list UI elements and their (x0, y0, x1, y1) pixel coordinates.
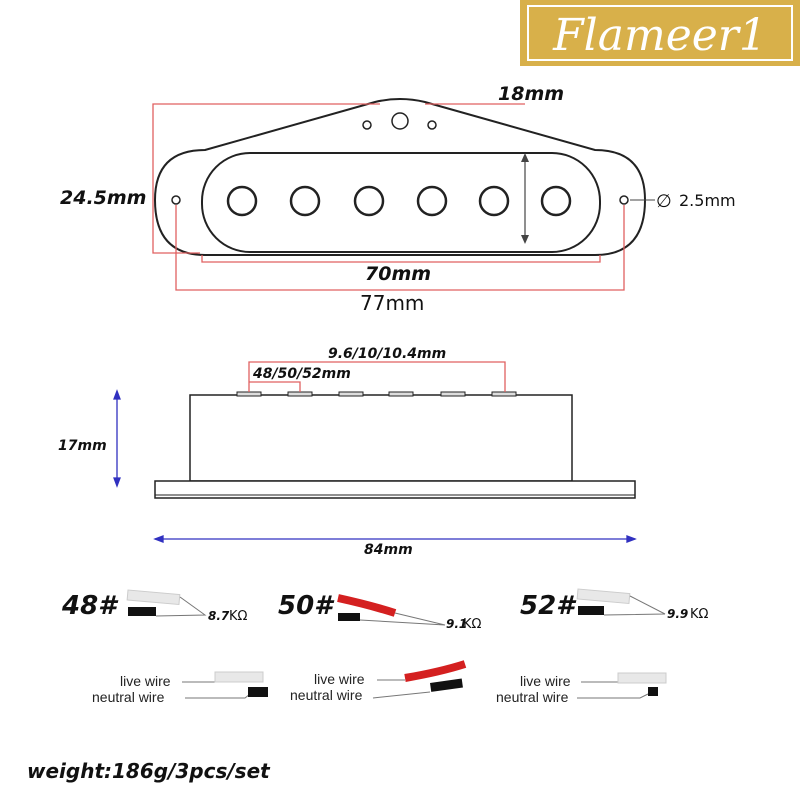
inner-width-label: 70mm (365, 263, 431, 285)
side-view: 9.6/10/10.4mm 48/50/52mm 17mm 84mm (58, 346, 637, 558)
resistance-unit: KΩ (690, 607, 709, 622)
neutral-wire-label: neutral wire (92, 689, 165, 705)
side-height-label: 17mm (58, 438, 107, 454)
diameter-symbol: ∅ (656, 191, 672, 212)
wire-legend-1: live wire neutral wire (92, 671, 268, 705)
logo-text: Flameer1 (552, 10, 767, 61)
pole-piece (478, 185, 510, 217)
center-hole (391, 112, 409, 130)
live-wire-label: live wire (120, 673, 171, 689)
pole-piece (353, 185, 385, 217)
bobbin-side (189, 394, 573, 482)
resistance-unit: KΩ (463, 617, 482, 632)
height-label: 24.5mm (60, 187, 146, 209)
neutral-wire-label: neutral wire (290, 687, 363, 703)
live-wire-label: live wire (520, 673, 571, 689)
string-spacing-label: 48/50/52mm (252, 366, 351, 382)
bobbin-outline (201, 152, 601, 253)
live-wire-label: live wire (314, 671, 365, 687)
total-width-label: 77mm (360, 291, 424, 315)
hole-diameter-label: 2.5mm (679, 191, 736, 210)
wire-legend-2: live wire neutral wire (290, 660, 467, 703)
weight-label: weight:186g/3pcs/set (27, 759, 271, 783)
wire-legend-3: live wire neutral wire (496, 672, 667, 705)
model-label: 52# (520, 591, 577, 621)
pole-piece (226, 185, 258, 217)
brand-logo: Flameer1 (520, 0, 800, 66)
top-view: 24.5mm 18mm 70mm 77mm ∅ 2.5mm (60, 83, 736, 315)
model-label: 48# (61, 591, 119, 621)
pole-piece (289, 185, 321, 217)
pole-pieces (226, 185, 572, 217)
red-dimension-lines (152, 103, 625, 291)
wire-spec-48: 48# 8.7 KΩ (61, 589, 248, 624)
wire-spec-50: 50# 9.1 KΩ (278, 591, 482, 632)
mounting-hole (619, 195, 629, 205)
red-dimension-lines (248, 361, 506, 392)
pole-piece (540, 185, 572, 217)
inner-height-label: 18mm (498, 83, 564, 105)
neutral-wire-label: neutral wire (496, 689, 569, 705)
resistance-unit: KΩ (229, 609, 248, 624)
wire-spec-52: 52# 9.9 KΩ (520, 588, 709, 622)
pole-tops (236, 391, 517, 397)
mounting-hole (362, 120, 372, 130)
baseplate-side (154, 480, 636, 499)
mounting-hole (427, 120, 437, 130)
pole-spacing-label: 9.6/10/10.4mm (328, 346, 446, 362)
mounting-holes (171, 112, 629, 205)
mounting-hole (171, 195, 181, 205)
model-label: 50# (278, 591, 335, 621)
resistance-value: 9.1 (446, 617, 467, 631)
resistance-value: 8.7 (208, 609, 230, 623)
side-width-label: 84mm (364, 542, 413, 558)
resistance-value: 9.9 (667, 607, 688, 621)
blue-dimension-arrows (113, 389, 637, 543)
pole-piece (416, 185, 448, 217)
